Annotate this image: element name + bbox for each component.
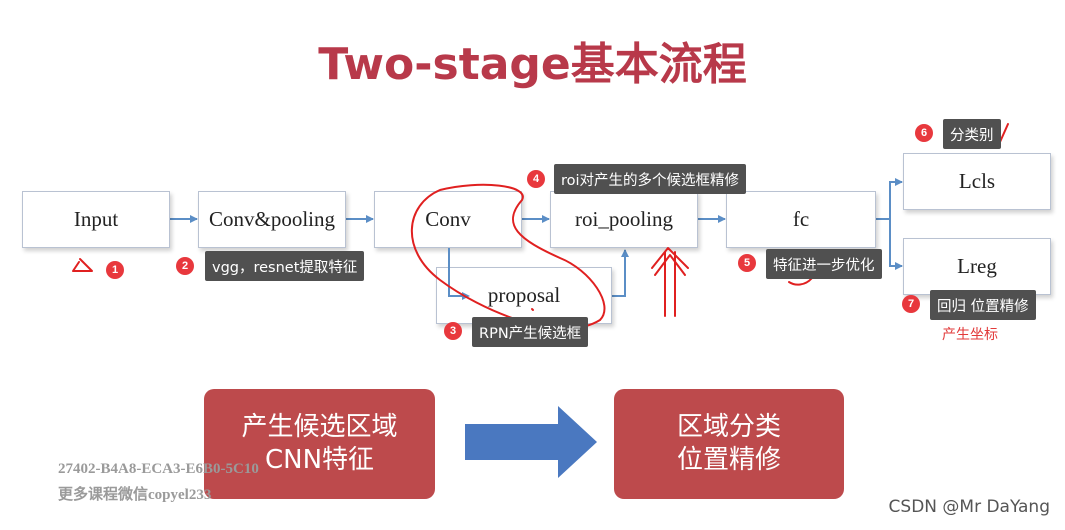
conv-pooling-box: Conv&pooling	[198, 191, 346, 248]
roi-pooling-box-label: roi_pooling	[575, 207, 673, 231]
badge-2: 2	[176, 257, 194, 275]
summary-box-left: 产生候选区域 CNN特征	[204, 389, 435, 499]
badge-7: 7	[902, 295, 920, 313]
badge-1: 1	[106, 261, 124, 279]
badge-5: 5	[738, 254, 756, 272]
roi-pooling-box: roi_pooling	[550, 191, 698, 248]
badge-4: 4	[527, 170, 545, 188]
badge-6: 6	[915, 124, 933, 142]
input-box-label: Input	[73, 207, 119, 231]
proposal-box-label: proposal	[487, 283, 561, 307]
handwritten-mark-fc	[788, 277, 813, 286]
summary-right-line2: 位置精修	[676, 445, 781, 475]
watermark-line2: 更多课程微信copyel233	[58, 487, 212, 503]
conv-box: Conv	[374, 191, 522, 248]
conv-box-label: Conv	[425, 207, 471, 231]
handwritten-note: 产生坐标	[942, 327, 998, 343]
lcls-box-label: Lcls	[958, 169, 996, 193]
summary-right-line1: 区域分类	[676, 412, 781, 442]
input-box: Input	[22, 191, 170, 248]
lcls-box: Lcls	[903, 153, 1051, 210]
annotation-4: roi对产生的多个候选框精修	[554, 164, 747, 194]
annotation-7: 回归 位置精修	[930, 290, 1036, 320]
conv-pooling-box-label: Conv&pooling	[208, 207, 335, 231]
fc-box: fc	[726, 191, 876, 248]
lreg-box-label: Lreg	[957, 254, 997, 278]
annotation-3: RPN产生候选框	[472, 317, 589, 347]
lreg-box: Lreg	[903, 238, 1051, 295]
handwritten-triangle	[72, 258, 93, 272]
csdn-credit: CSDN @Mr DaYang	[888, 497, 1050, 517]
handwritten-up-arrows	[651, 247, 689, 317]
fc-box-label: fc	[792, 207, 810, 231]
watermark-line1: 27402-B4A8-ECA3-E6B0-5C10	[58, 461, 259, 477]
annotation-2: vgg，resnet提取特征	[205, 251, 365, 281]
annotation-5: 特征进一步优化	[766, 249, 882, 279]
arrow-proposal-to-roi-pooling	[612, 249, 629, 297]
arrow-fc-to-lreg	[876, 218, 903, 270]
summary-left-line2: CNN特征	[264, 445, 375, 475]
badge-3: 3	[444, 322, 462, 340]
annotation-6: 分类别	[943, 119, 1001, 149]
summary-box-right: 区域分类 位置精修	[614, 389, 844, 499]
summary-left-line1: 产生候选区域	[241, 412, 398, 442]
handwritten-ellipse	[410, 183, 606, 330]
page-title: Two-stage基本流程	[318, 39, 747, 90]
